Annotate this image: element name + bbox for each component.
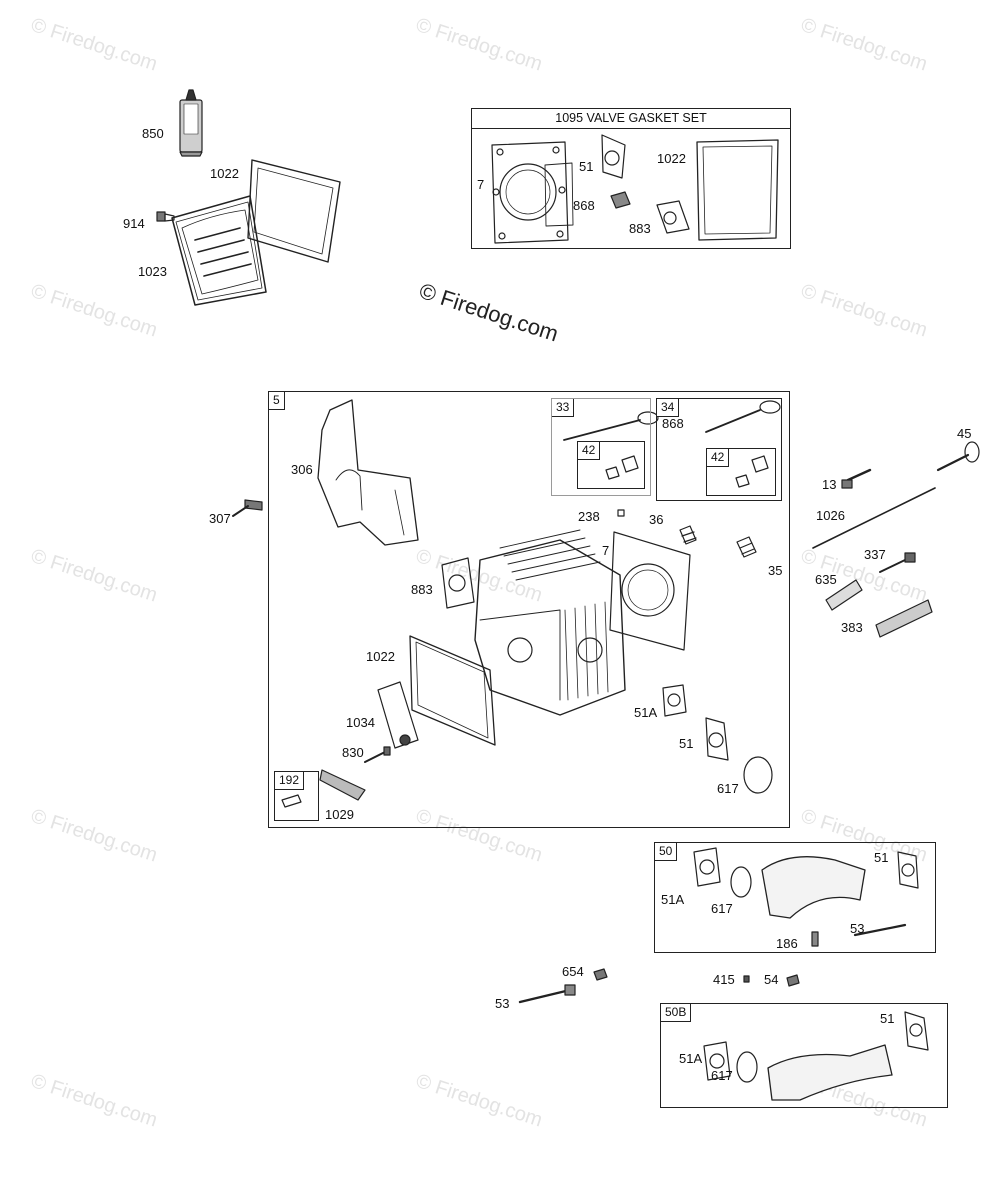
- keeper-42-box-b: 42: [706, 448, 776, 496]
- loose-parts: [518, 968, 800, 1004]
- box-tag-5: 5: [269, 392, 285, 410]
- callout-238: 238: [578, 509, 600, 524]
- keeper-42-box-a: 42: [577, 441, 645, 489]
- box-tag-33: 33: [552, 399, 575, 417]
- box-tag-42: 42: [707, 449, 730, 467]
- callout-51: 51: [880, 1011, 895, 1026]
- part-192-box: 192: [274, 771, 319, 821]
- callout-635: 635: [815, 572, 837, 587]
- callout-51: 51: [579, 159, 594, 174]
- callout-51A: 51A: [634, 705, 658, 720]
- callout-1022: 1022: [210, 166, 239, 181]
- callout-53: 53: [495, 996, 510, 1011]
- callout-1026: 1026: [816, 508, 845, 523]
- side-parts: [232, 441, 980, 638]
- callout-415: 415: [713, 972, 735, 987]
- callout-868: 868: [573, 198, 595, 213]
- box-tag-50: 50: [655, 843, 678, 861]
- callout-868: 868: [662, 416, 684, 431]
- box-tag-34: 34: [657, 399, 680, 417]
- callout-7: 7: [602, 543, 610, 558]
- callout-654: 654: [562, 964, 584, 979]
- callout-54: 54: [764, 972, 779, 987]
- callout-307: 307: [209, 511, 231, 526]
- callout-830: 830: [342, 745, 364, 760]
- callout-914: 914: [123, 216, 145, 231]
- valve-33-box: 33: [551, 398, 651, 496]
- callout-617: 617: [711, 1068, 733, 1083]
- intake-50-contents: [693, 847, 919, 947]
- callout-337: 337: [864, 547, 886, 562]
- callout-51: 51: [874, 850, 889, 865]
- intake-50b-box: 50B: [660, 1003, 948, 1108]
- callout-383: 383: [841, 620, 863, 635]
- intake-50b-contents: [703, 1011, 929, 1101]
- callout-883: 883: [411, 582, 433, 597]
- callout-1022: 1022: [366, 649, 395, 664]
- callout-1023: 1023: [138, 264, 167, 279]
- callout-45: 45: [957, 426, 972, 441]
- callout-7: 7: [477, 177, 485, 192]
- valve-cover-1023: [171, 195, 267, 306]
- intake-50-box: 50: [654, 842, 936, 953]
- callout-36: 36: [649, 512, 664, 527]
- head-assembly-contents: [281, 399, 781, 808]
- valve-34-box: 34: [656, 398, 782, 501]
- callout-13: 13: [822, 477, 837, 492]
- callout-51A: 51A: [679, 1051, 703, 1066]
- callout-617: 617: [711, 901, 733, 916]
- gasket-1022-top: [247, 159, 341, 263]
- callout-51A: 51A: [661, 892, 685, 907]
- cylinder-head-box: 5: [268, 391, 790, 828]
- callout-51: 51: [679, 736, 694, 751]
- gasket-set-contents: [491, 134, 779, 244]
- callout-883: 883: [629, 221, 651, 236]
- callout-1022: 1022: [657, 151, 686, 166]
- callout-1034: 1034: [346, 715, 375, 730]
- sealant-tube-850: [179, 89, 203, 157]
- callout-186: 186: [776, 936, 798, 951]
- box-tag-50b: 50B: [661, 1004, 692, 1022]
- callout-35: 35: [768, 563, 783, 578]
- valve-gasket-set-title: 1095 VALVE GASKET SET: [472, 109, 790, 129]
- callout-306: 306: [291, 462, 313, 477]
- callout-1029: 1029: [325, 807, 354, 822]
- callout-850: 850: [142, 126, 164, 141]
- valve-gasket-set-box: 1095 VALVE GASKET SET: [471, 108, 791, 249]
- callout-53: 53: [850, 921, 865, 936]
- callout-617: 617: [717, 781, 739, 796]
- box-tag-192: 192: [275, 772, 305, 790]
- screw-914: [156, 211, 175, 222]
- box-tag-42: 42: [578, 442, 601, 460]
